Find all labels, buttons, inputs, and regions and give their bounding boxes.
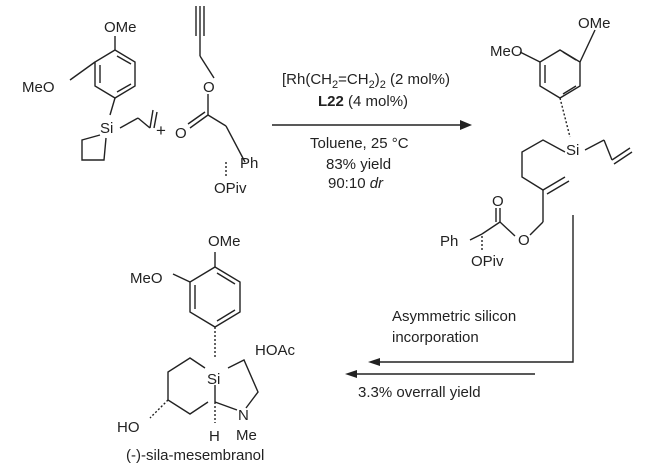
nitrogen-label: N bbox=[238, 407, 249, 424]
ester-oxygen: O bbox=[203, 79, 215, 96]
si-label: Si bbox=[566, 142, 579, 159]
phenyl-label: Ph bbox=[440, 233, 458, 250]
yield-label: 83% yield bbox=[326, 156, 391, 173]
step2-label-line2: incorporation bbox=[392, 329, 479, 346]
ester-oxygen: O bbox=[518, 232, 530, 249]
overall-yield-label: 3.3% overrall yield bbox=[358, 384, 481, 401]
product: OMe MeO Si O O Ph OPiv bbox=[440, 15, 633, 270]
opiv-label: OPiv bbox=[471, 253, 504, 270]
si-label: Si bbox=[100, 120, 113, 137]
meo-label: MeO bbox=[490, 43, 523, 60]
carbonyl-oxygen: O bbox=[492, 193, 504, 210]
ome-label: OMe bbox=[208, 233, 241, 250]
ligand-label: L22 (4 mol%) bbox=[318, 93, 408, 110]
ome-label: OMe bbox=[104, 19, 137, 36]
hydrogen-label: H bbox=[209, 428, 220, 445]
final-product: OMe MeO Si HOAc HO N Me H (-)-sila-mesem… bbox=[117, 233, 296, 464]
reaction-arrow-2 bbox=[345, 215, 574, 378]
meo-label: MeO bbox=[130, 270, 163, 287]
plus-sign: + bbox=[156, 121, 166, 140]
reactant-2: O O Ph OPiv bbox=[175, 6, 258, 197]
compound-name: (-)-sila-mesembranol bbox=[126, 447, 264, 464]
hoac-label: HOAc bbox=[255, 342, 296, 359]
hydroxyl-label: HO bbox=[117, 419, 140, 436]
solvent-temp-label: Toluene, 25 °C bbox=[310, 135, 409, 152]
benzene-ring bbox=[94, 49, 136, 99]
catalyst-label: [Rh(CH2=CH2)2 (2 mol%) bbox=[282, 71, 450, 91]
reaction-arrow-1 bbox=[272, 120, 472, 130]
phenyl-label: Ph bbox=[240, 155, 258, 172]
ome-label: OMe bbox=[578, 15, 611, 32]
reactant-1: OMe MeO Si bbox=[22, 19, 158, 161]
opiv-label: OPiv bbox=[214, 180, 247, 197]
step2-label-line1: Asymmetric silicon bbox=[392, 308, 516, 325]
dr-label: 90:10 dr bbox=[328, 175, 384, 192]
meo-label: MeO bbox=[22, 79, 55, 96]
si-label: Si bbox=[207, 371, 220, 388]
n-methyl-label: Me bbox=[236, 427, 257, 444]
carbonyl-oxygen: O bbox=[175, 125, 187, 142]
